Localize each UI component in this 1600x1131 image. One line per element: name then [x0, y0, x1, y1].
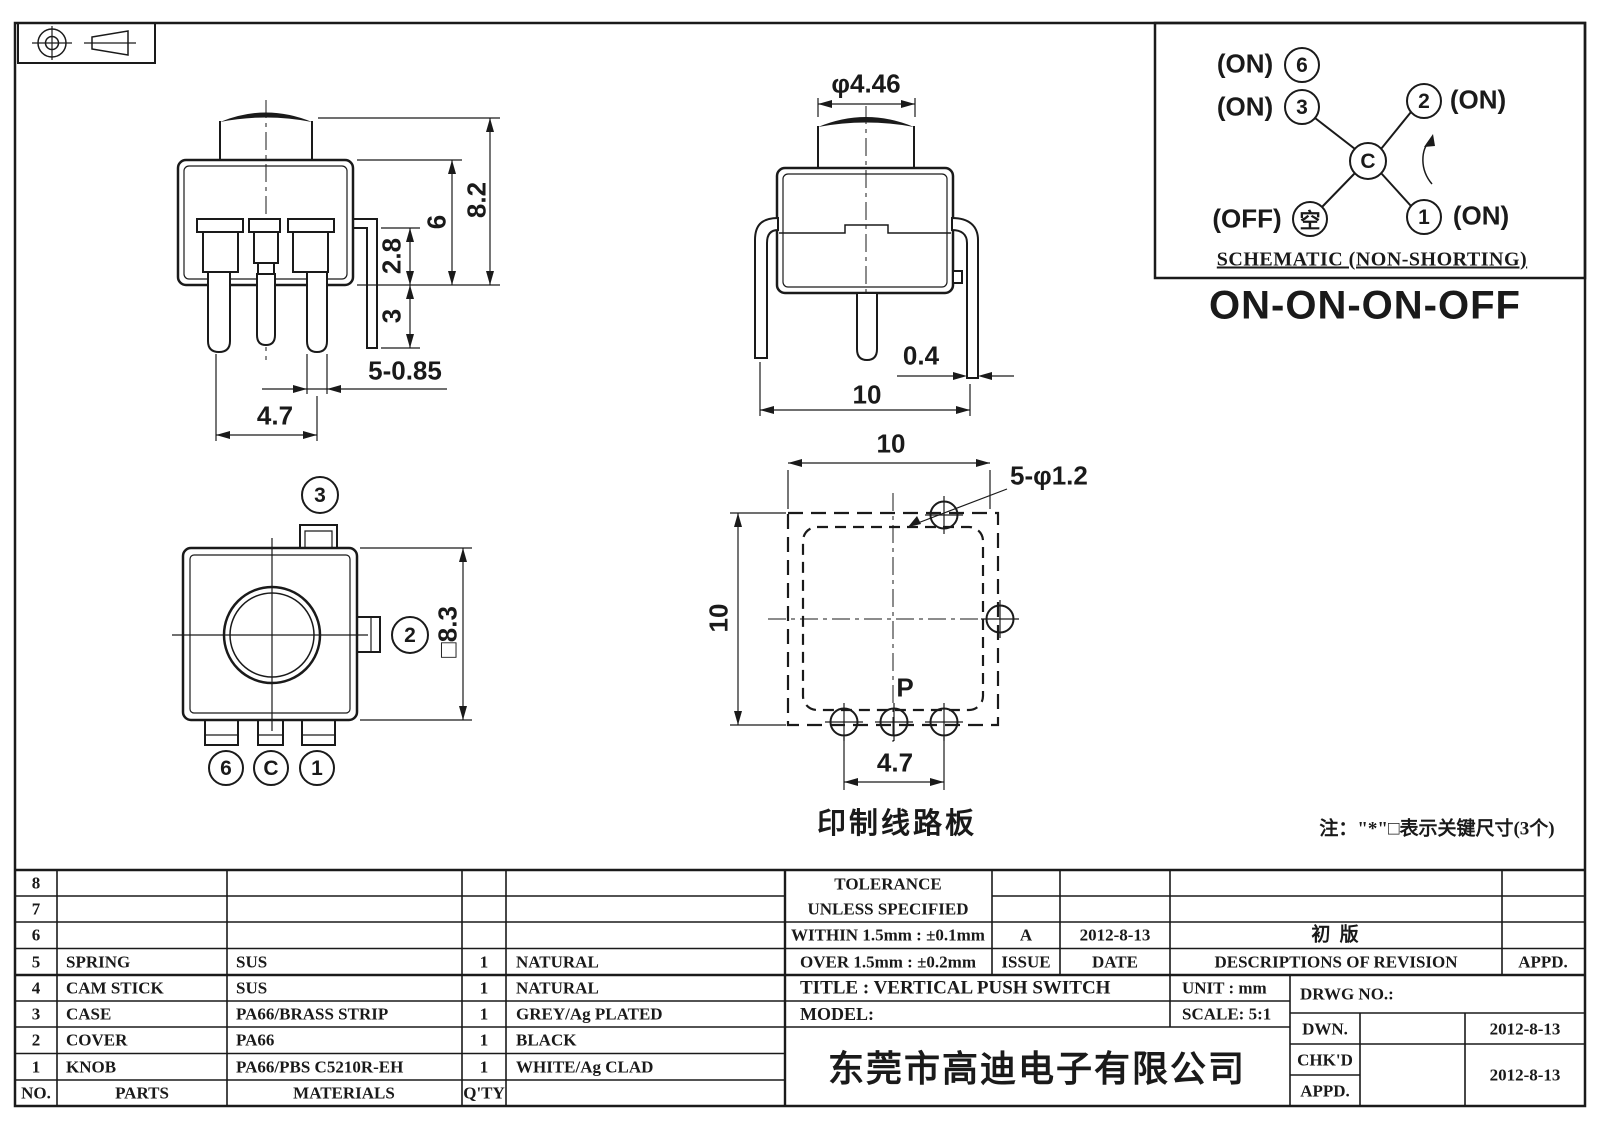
parts-row-material: SUS [236, 978, 268, 998]
page-border [13, 21, 1587, 1108]
parts-row-part: KNOB [66, 1057, 117, 1077]
schematic-terminal-1: 1 [1418, 206, 1430, 229]
drawing-title: TITLE : VERTICAL PUSH SWITCH [800, 977, 1111, 999]
side-dim-body-height: 6 [421, 214, 452, 230]
side-view-linework [176, 100, 500, 441]
parts-footer-qty: Q'TY [463, 1083, 505, 1103]
revision-value: 初 版 [1311, 924, 1361, 946]
parts-row-finish: BLACK [516, 1030, 577, 1050]
parts-row-no: 8 [31, 873, 41, 893]
parts-row-no: 2 [31, 1030, 41, 1050]
schematic-terminal-common: C [1360, 150, 1376, 173]
schematic-state-2: (ON) [1449, 84, 1507, 115]
parts-row-qty: 1 [479, 1004, 489, 1024]
parts-row-part: COVER [66, 1030, 128, 1050]
parts-row-part: CAM STICK [66, 978, 164, 998]
schematic-state-off: (OFF) [1212, 203, 1282, 234]
drwg-no-label: DRWG NO.: [1300, 984, 1394, 1004]
top-terminal-2: 2 [404, 624, 416, 647]
dwn-label: DWN. [1302, 1019, 1348, 1039]
top-terminal-3: 3 [314, 484, 326, 507]
side-dim-bracket-lower: 3 [376, 308, 407, 324]
model-label: MODEL: [800, 1004, 874, 1024]
parts-row-material: PA66/PBS C5210R-EH [236, 1057, 404, 1077]
pcb-caption: 印制线路板 [816, 808, 978, 840]
parts-row-no: 1 [31, 1057, 41, 1077]
top-view-linework [172, 476, 472, 786]
parts-row-finish: NATURAL [516, 952, 599, 972]
issue-value: A [1019, 925, 1033, 945]
parts-row-finish: WHITE/Ag CLAD [516, 1057, 654, 1077]
chkd-label: CHK'D [1297, 1050, 1353, 1070]
parts-row-qty: 1 [479, 952, 489, 972]
parts-row-finish: NATURAL [516, 978, 599, 998]
parts-row-material: SUS [236, 952, 268, 972]
parts-row-part: CASE [66, 1004, 112, 1024]
front-view-linework [754, 98, 1014, 416]
schematic-terminal-3: 3 [1296, 96, 1308, 119]
front-dim-knob-diameter: φ4.46 [831, 68, 901, 99]
front-dim-body-width: 10 [852, 379, 882, 410]
chk-date: 2012-8-13 [1489, 1065, 1561, 1085]
date-label: DATE [1092, 952, 1138, 972]
front-dim-pin-thickness: 0.4 [902, 340, 940, 371]
switch-function-label: ON-ON-ON-OFF [1209, 283, 1521, 328]
pcb-dim-holes: 5-φ1.2 [1010, 460, 1088, 491]
parts-footer-no: NO. [21, 1083, 51, 1103]
side-dim-pin-width: 5-0.85 [368, 355, 442, 386]
top-terminal-1: 1 [311, 757, 323, 780]
dwn-date: 2012-8-13 [1489, 1019, 1561, 1039]
top-terminal-6: 6 [220, 757, 232, 780]
tolerance-line2: UNLESS SPECIFIED [807, 899, 969, 919]
schematic-state-6: (ON) [1216, 48, 1274, 79]
schematic-linework [1153, 21, 1587, 280]
schematic-state-1: (ON) [1452, 200, 1510, 231]
schematic-caption: SCHEMATIC (NON-SHORTING) [1216, 248, 1528, 271]
tolerance-over: OVER 1.5mm : ±0.2mm [799, 952, 977, 972]
tolerance-line1: TOLERANCE [834, 874, 942, 894]
parts-row-no: 7 [31, 899, 41, 919]
side-dim-pin-pitch: 4.7 [256, 400, 294, 431]
scale-label: SCALE: 5:1 [1182, 1004, 1272, 1024]
pcb-dim-height: 10 [703, 603, 734, 633]
appd-row-label: APPD. [1300, 1081, 1350, 1101]
tolerance-within: WITHIN 1.5mm : ±0.1mm [791, 925, 985, 945]
parts-row-material: PA66 [236, 1030, 275, 1050]
schematic-terminal-6: 6 [1296, 54, 1308, 77]
parts-row-no: 6 [31, 925, 41, 945]
pcb-dim-width: 10 [876, 428, 906, 459]
parts-row-qty: 1 [479, 1030, 489, 1050]
parts-row-no: 4 [31, 978, 41, 998]
appd-column-label: APPD. [1518, 952, 1568, 972]
top-terminal-c: C [263, 757, 279, 780]
top-dim-body-size: □8.3 [432, 606, 463, 658]
date-value: 2012-8-13 [1079, 925, 1151, 945]
parts-row-material: PA66/BRASS STRIP [236, 1004, 389, 1024]
key-dimension-note: 注："*"□表示关键尺寸(3个) [1319, 818, 1555, 840]
table-grid [15, 868, 1585, 1106]
parts-row-part: SPRING [66, 952, 131, 972]
side-dim-total-height: 8.2 [461, 181, 492, 219]
schematic-terminal-empty: 空 [1299, 210, 1321, 233]
parts-row-no: 3 [31, 1004, 41, 1024]
parts-row-no: 5 [31, 952, 41, 972]
schematic-state-3: (ON) [1216, 91, 1274, 122]
issue-label: ISSUE [1001, 952, 1051, 972]
pcb-point-label: P [896, 672, 914, 703]
parts-row-qty: 1 [479, 1057, 489, 1077]
unit-label: UNIT : mm [1182, 978, 1267, 998]
side-dim-bracket-upper: 2.8 [376, 237, 407, 275]
parts-footer-parts: PARTS [115, 1083, 169, 1103]
parts-row-qty: 1 [479, 978, 489, 998]
company-name: 东莞市高迪电子有限公司 [827, 1048, 1247, 1089]
revision-label: DESCRIPTIONS OF REVISION [1214, 952, 1458, 972]
pcb-dim-pitch: 4.7 [876, 747, 914, 778]
pcb-layout-linework [730, 459, 1019, 790]
parts-row-finish: GREY/Ag PLATED [516, 1004, 663, 1024]
parts-footer-materials: MATERIALS [293, 1083, 395, 1103]
schematic-terminal-2: 2 [1418, 90, 1430, 113]
